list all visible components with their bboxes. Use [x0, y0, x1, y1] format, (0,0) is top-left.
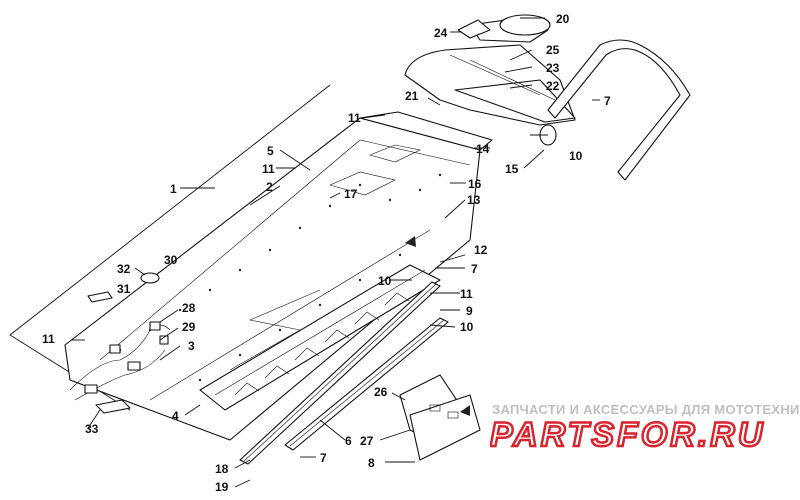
callout-16: 16 [468, 177, 482, 191]
callout-3: 3 [188, 339, 195, 353]
running-board-rail [284, 317, 449, 451]
leader-lines [72, 17, 600, 488]
callout-10b: 10 [378, 274, 392, 288]
callout-33: 33 [85, 422, 99, 436]
callout-7a: 7 [604, 94, 611, 108]
bracket-plate [399, 374, 481, 461]
callout-11d: 11 [42, 332, 55, 346]
callout-7b: 7 [471, 262, 478, 276]
callout-19: 19 [215, 480, 229, 494]
callout-labels: 1 2 3 4 5 6 7 7 7 8 9 10 10 10 11 11 11 … [42, 12, 611, 494]
callout-1: 1 [170, 182, 177, 196]
callout-2: 2 [266, 180, 273, 194]
svg-text:PARTSFOR.RU: PARTSFOR.RU [490, 416, 765, 454]
callout-13: 13 [467, 193, 481, 207]
rear-storage [404, 14, 576, 126]
callout-9: 9 [466, 304, 473, 318]
callout-11a: 11 [348, 111, 361, 125]
callout-4: 4 [172, 409, 179, 423]
watermark-logo: PARTSFOR.RU [490, 415, 765, 454]
callout-30: 30 [164, 253, 178, 267]
callout-10a: 10 [569, 149, 583, 163]
callout-15: 15 [505, 162, 519, 176]
grab-bar [539, 39, 691, 181]
callout-18: 18 [215, 462, 229, 476]
tunnel-assembly [64, 111, 493, 441]
callout-20: 20 [556, 12, 570, 26]
callout-7c: 7 [320, 451, 327, 465]
watermark-subtitle: ЗАПЧАСТИ И АКСЕССУАРЫ ДЛЯ МОТОТЕХНИКИ [492, 402, 800, 417]
arrow-markers [405, 236, 470, 416]
callout-17: 17 [344, 187, 358, 201]
callout-25: 25 [546, 43, 560, 57]
callout-27: 27 [360, 434, 374, 448]
callout-14: 14 [476, 142, 490, 156]
callout-5: 5 [267, 144, 274, 158]
callout-11c: 11 [460, 287, 473, 301]
callout-32: 32 [117, 262, 131, 276]
callout-24: 24 [434, 26, 448, 40]
callout-6: 6 [345, 434, 352, 448]
callout-12: 12 [474, 243, 488, 257]
small-parts [87, 272, 160, 414]
callout-26: 26 [374, 385, 388, 399]
heat-exchanger [199, 264, 441, 411]
callout-23: 23 [546, 61, 560, 75]
callout-22: 22 [546, 79, 560, 93]
callout-10c: 10 [460, 320, 474, 334]
wiring-harness [69, 321, 171, 401]
callout-11b: 11 [262, 162, 275, 176]
callout-21: 21 [405, 89, 419, 103]
callout-8: 8 [368, 456, 375, 470]
callout-29: 29 [182, 320, 196, 334]
callout-28: 28 [182, 301, 196, 315]
callout-31: 31 [117, 282, 131, 296]
rivet-pattern [118, 173, 442, 382]
